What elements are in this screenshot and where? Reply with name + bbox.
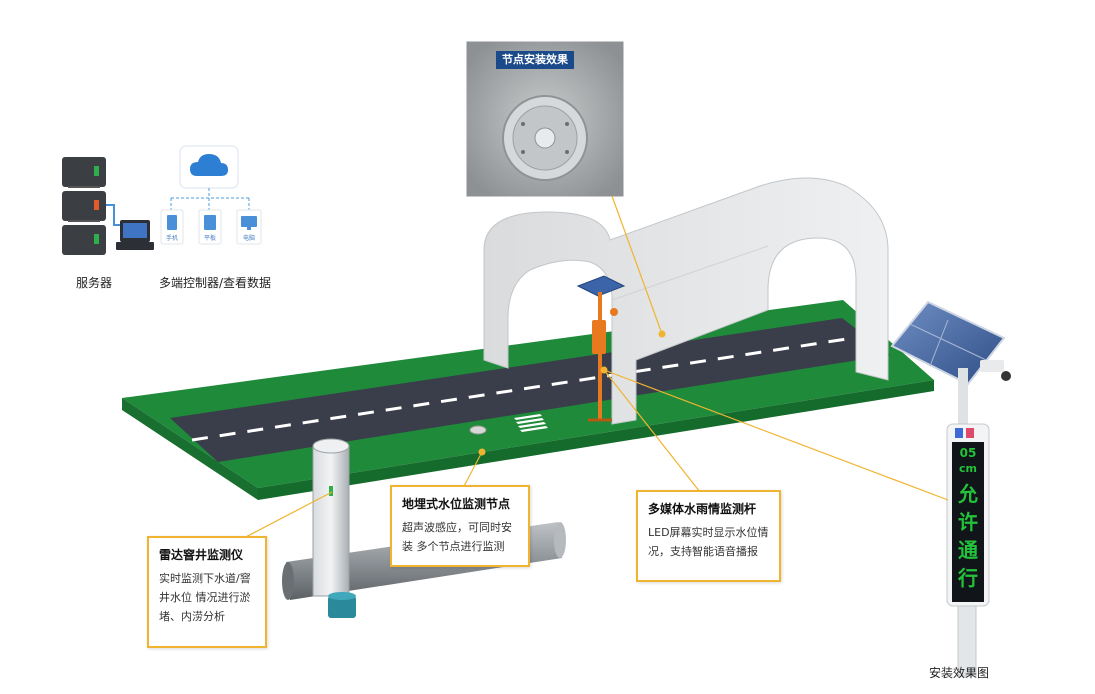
callout-pole-title: 多媒体水雨情监测杆 <box>648 502 757 516</box>
callout-buried-line-2: 装 多个节点进行监测 <box>402 540 505 553</box>
led-char: 行 <box>958 566 978 590</box>
device-phone-label: 手机 <box>165 235 178 242</box>
callout-radar-well: 雷达窨井监测仪 实时监测下水道/窨 井水位 情况进行淤 堵、内涝分析 <box>147 536 267 648</box>
buried-node <box>469 425 487 435</box>
led-char: 许 <box>958 510 978 534</box>
leader-dot <box>600 366 608 374</box>
leader-dot <box>658 330 666 338</box>
tunnel-structure <box>483 177 889 425</box>
road-platform <box>122 300 934 500</box>
led-sign-pole <box>890 300 1011 677</box>
led-value: 05 <box>959 446 977 460</box>
cloud-platform-icon <box>179 145 239 189</box>
device-tablet-label: 平板 <box>203 235 216 242</box>
callout-pole-line-2: 况，支持智能语音播报 <box>648 545 758 558</box>
cloud-label: 云平台 <box>199 180 218 187</box>
led-char: 通 <box>958 538 978 562</box>
callout-pole-line-1: LED屏幕实时显示水位情 <box>648 526 769 539</box>
callout-buried-title: 地埋式水位监测节点 <box>402 497 511 511</box>
callout-buried-line-1: 超声波感应，可同时安 <box>402 521 512 534</box>
computer-icon <box>116 220 154 250</box>
monitoring-pole <box>576 275 626 422</box>
led-char: 允 <box>958 482 978 506</box>
servers-label: 服务器 <box>76 276 113 290</box>
callout-radar-title: 雷达窨井监测仪 <box>159 548 244 562</box>
tablet-icon <box>198 209 222 245</box>
node-install-photo <box>463 38 627 200</box>
install-label: 安装效果图 <box>929 666 990 680</box>
server-rack-icon <box>62 157 122 255</box>
leader-lines <box>239 195 949 541</box>
monitor-icon <box>236 209 262 245</box>
callout-radar-line-2: 井水位 情况进行淤 <box>159 591 251 604</box>
leader-dot <box>478 448 486 456</box>
radar-well <box>312 438 356 618</box>
devices-label: 多端控制器/查看数据 <box>159 276 272 290</box>
led-message: 允 许 通 行 <box>952 480 984 592</box>
callout-buried-node: 地埋式水位监测节点 超声波感应，可同时安 装 多个节点进行监测 <box>390 485 530 567</box>
callout-media-pole: 多媒体水雨情监测杆 LED屏幕实时显示水位情 况，支持智能语音播报 <box>636 490 781 582</box>
phone-icon <box>160 209 184 245</box>
cloud-connector <box>170 188 250 210</box>
device-monitor-label: 电脑 <box>242 235 255 242</box>
callout-radar-line-1: 实时监测下水道/窨 <box>159 572 251 585</box>
callout-radar-line-3: 堵、内涝分析 <box>159 610 225 623</box>
led-unit: cm <box>959 462 977 475</box>
node-photo-title: 节点安装效果 <box>496 51 574 69</box>
